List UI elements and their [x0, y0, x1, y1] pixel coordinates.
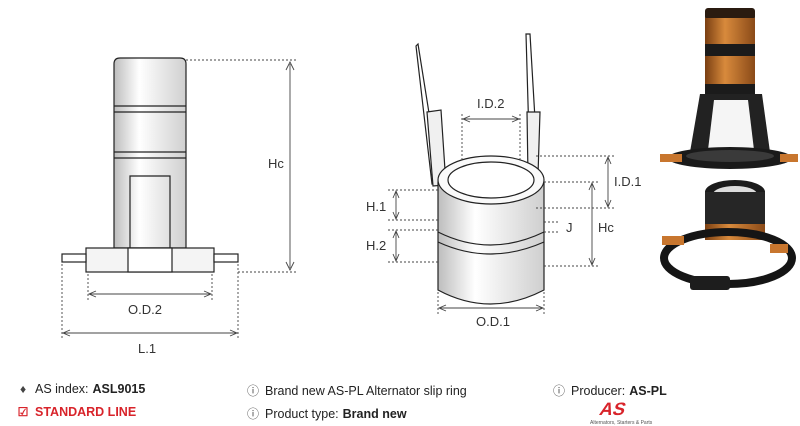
as-index-value: ASL9015: [92, 382, 146, 396]
perspective-view-dimensions: [388, 114, 616, 314]
dim-label-h2: H.2: [366, 238, 386, 253]
standard-line-label: STANDARD LINE: [35, 405, 137, 419]
dim-label-id1: I.D.1: [614, 174, 641, 189]
info-icon: ⓘ: [246, 384, 259, 398]
producer-label: Producer:: [571, 383, 626, 398]
description-row: ⓘ Brand new AS-PL Alternator slip ring: [246, 382, 467, 399]
product-type-label: Product type:: [265, 406, 339, 421]
dim-label-j: J: [566, 220, 573, 235]
producer-value: AS-PL: [629, 383, 667, 398]
description-text: Brand new AS-PL Alternator slip ring: [265, 383, 467, 398]
dim-label-h1: H.1: [366, 199, 386, 214]
svg-text:AS: AS: [597, 398, 629, 418]
dim-label-hc-right: Hc: [598, 220, 614, 235]
dim-label-od2: O.D.2: [128, 302, 162, 317]
info-icon: ⓘ: [552, 384, 565, 398]
as-index-label: AS index:: [35, 382, 89, 396]
dim-label-hc-left: Hc: [268, 156, 284, 171]
side-view-drawing: [61, 57, 239, 273]
svg-text:Alternators, Starters & Parts: Alternators, Starters & Parts: [590, 420, 653, 426]
product-photo-top: [660, 8, 798, 169]
tag-icon: ♦: [19, 382, 27, 396]
dim-label-l1: L.1: [138, 341, 156, 356]
as-pl-logo: AS Alternators, Starters & Parts: [590, 398, 653, 426]
technical-drawing: Hc O.D.2 L.1: [61, 8, 798, 356]
check-square-icon: ☑: [17, 405, 29, 419]
dim-label-id2: I.D.2: [477, 96, 504, 111]
as-index-row: ♦ AS index: ASL9015: [16, 382, 145, 396]
product-type-value: Brand new: [342, 406, 407, 421]
product-photo-bottom: [660, 180, 796, 290]
producer-row: ⓘ Producer: AS-PL: [552, 382, 667, 399]
info-icon: ⓘ: [246, 407, 259, 421]
dim-label-od1: O.D.1: [476, 314, 510, 329]
side-view-dimensions: [61, 59, 298, 338]
product-type-row: ⓘ Product type: Brand new: [246, 405, 407, 422]
standard-line-row: ☑ STANDARD LINE: [16, 405, 137, 419]
perspective-view-drawing: [415, 33, 545, 305]
